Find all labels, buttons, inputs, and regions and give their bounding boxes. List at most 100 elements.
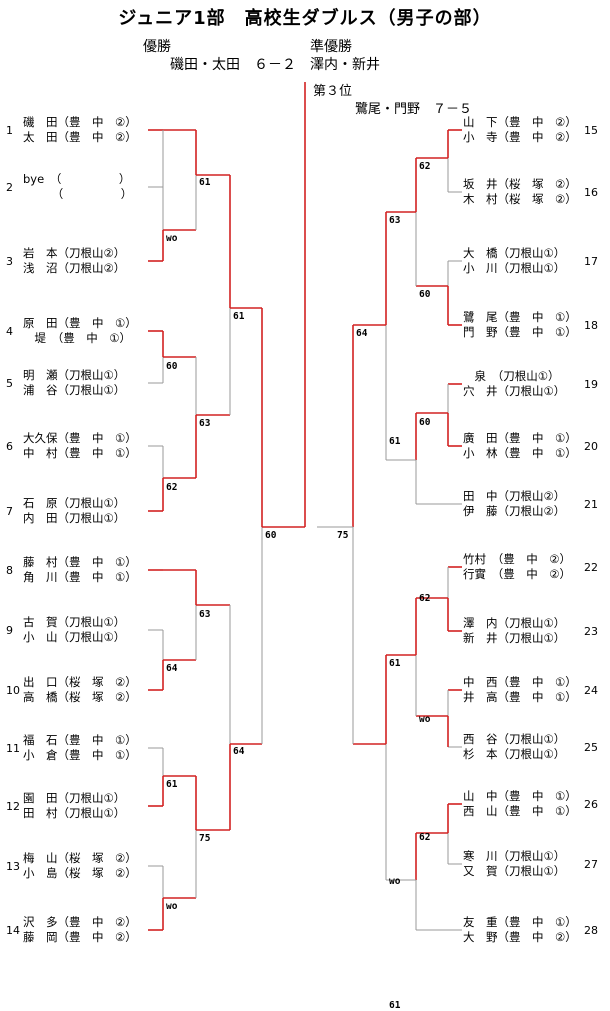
player-entry: 小 山（刀根山①） — [23, 630, 126, 644]
player-entry: 坂 井（桜 塚 ②） — [463, 177, 577, 191]
player-entry: 田 村（刀根山①） — [23, 806, 126, 820]
third-place-label: 第３位 — [313, 84, 353, 99]
player-entry: 新 井（刀根山①） — [463, 631, 566, 645]
match-score: wo — [166, 233, 178, 244]
player-entry: 小 川（刀根山①） — [463, 261, 566, 275]
winner-label: 優勝 — [143, 39, 171, 55]
draw-number: 12 — [6, 800, 20, 813]
player-entry: 岩 本（刀根山②） — [23, 246, 126, 260]
page-title: ジュニア1部 高校生ダブルス（男子の部） — [118, 8, 492, 29]
player-entry: 西 山（豊 中 ①） — [463, 804, 577, 818]
final-result: 磯田・太田 ６－２ 澤内・新井 — [170, 57, 380, 73]
match-score: 62 — [419, 161, 431, 172]
match-score: 64 — [356, 328, 368, 339]
match-score: 61 — [389, 658, 401, 669]
draw-number: 10 — [6, 684, 20, 697]
draw-number: 20 — [584, 440, 598, 453]
draw-number: 26 — [584, 798, 598, 811]
draw-number: 3 — [6, 255, 13, 268]
draw-number: 18 — [584, 319, 598, 332]
player-entry: 角 川（豊 中 ①） — [23, 570, 137, 584]
draw-number: 28 — [584, 924, 598, 937]
player-entry: 福 石（豊 中 ①） — [23, 733, 137, 747]
player-entry: 山 中（豊 中 ①） — [463, 789, 577, 803]
draw-number: 7 — [6, 505, 13, 518]
player-entry: 小 島（桜 塚 ②） — [23, 866, 137, 880]
match-score: wo — [166, 901, 178, 912]
draw-number: 1 — [6, 124, 13, 137]
player-entry: 又 賀（刀根山①） — [463, 864, 566, 878]
third-place-result: 鷺尾・門野 ７－５ — [355, 102, 473, 117]
draw-number: 9 — [6, 624, 13, 637]
player-entry: 山 下（豊 中 ②） — [463, 115, 577, 129]
draw-number: 25 — [584, 741, 598, 754]
player-entry: 内 田（刀根山①） — [23, 511, 126, 525]
player-entry: 磯 田（豊 中 ②） — [23, 115, 137, 129]
player-entry: 伊 藤（刀根山②） — [463, 504, 566, 518]
match-score: 60 — [166, 361, 178, 372]
player-entry: 行實 （豊 中 ②） — [463, 567, 572, 581]
player-entry: 園 田（刀根山①） — [23, 791, 126, 805]
draw-number: 2 — [6, 181, 13, 194]
draw-number: 19 — [584, 378, 598, 391]
match-score: wo — [389, 876, 401, 887]
player-entry: 浅 沼（刀根山②） — [23, 261, 126, 275]
player-entry: 竹村 （豊 中 ②） — [463, 552, 572, 566]
draw-number: 22 — [584, 561, 598, 574]
player-entry: 鷺 尾（豊 中 ①） — [463, 310, 577, 324]
player-entry: （ ） — [23, 187, 133, 201]
match-score: 64 — [233, 746, 245, 757]
draw-number: 13 — [6, 860, 20, 873]
player-entry: 大 橋（刀根山①） — [463, 246, 566, 260]
match-score: 62 — [166, 482, 178, 493]
player-entry: 杉 本（刀根山①） — [463, 747, 566, 761]
match-score: 75 — [337, 530, 349, 541]
player-entry: 古 賀（刀根山①） — [23, 615, 126, 629]
draw-number: 21 — [584, 498, 598, 511]
player-entry: 太 田（豊 中 ②） — [23, 130, 137, 144]
player-entry: 泉 （刀根山①） — [463, 369, 560, 383]
match-score: 60 — [419, 417, 431, 428]
draw-number: 5 — [6, 377, 13, 390]
match-score: 61 — [233, 311, 245, 322]
player-entry: 田 中（刀根山②） — [463, 489, 566, 503]
match-score: wo — [419, 714, 431, 725]
draw-number: 8 — [6, 564, 13, 577]
bracket-lines — [148, 82, 462, 931]
draw-number: 17 — [584, 255, 598, 268]
runner-up-label: 準優勝 — [310, 39, 352, 55]
draw-number: 23 — [584, 625, 598, 638]
player-entry: 藤 岡（豊 中 ②） — [23, 930, 137, 944]
player-entry: 浦 谷（刀根山①） — [23, 383, 126, 397]
player-entry: 穴 井（刀根山①） — [463, 384, 566, 398]
player-entry: 中 村（豊 中 ①） — [23, 446, 137, 460]
player-entry: 小 寺（豊 中 ②） — [463, 130, 577, 144]
player-entry: 廣 田（豊 中 ①） — [463, 431, 577, 445]
match-score: 64 — [166, 663, 178, 674]
match-score: 61 — [199, 177, 211, 188]
player-entry: 中 西（豊 中 ①） — [463, 675, 577, 689]
player-entry: 梅 山（桜 塚 ②） — [23, 851, 137, 865]
match-score: 63 — [199, 609, 211, 620]
match-score: 62 — [419, 832, 431, 843]
match-score: 62 — [419, 593, 431, 604]
player-entry: 堤 （豊 中 ①） — [23, 331, 132, 345]
player-entry: 石 原（刀根山①） — [23, 496, 126, 510]
player-entry: 門 野（豊 中 ①） — [463, 325, 577, 339]
match-score: 75 — [199, 833, 211, 844]
player-entry: 友 重（豊 中 ①） — [463, 915, 577, 929]
player-entry: 小 林（豊 中 ①） — [463, 446, 577, 460]
player-entry: 木 村（桜 塚 ②） — [463, 192, 577, 206]
player-entry: 沢 多（豊 中 ②） — [23, 915, 137, 929]
player-entry: 西 谷（刀根山①） — [463, 732, 566, 746]
draw-number: 11 — [6, 742, 20, 755]
draw-number: 24 — [584, 684, 598, 697]
match-score: 61 — [389, 436, 401, 447]
player-entry: 高 橋（桜 塚 ②） — [23, 690, 137, 704]
player-entry: 澤 内（刀根山①） — [463, 616, 566, 630]
player-entry: 大 野（豊 中 ②） — [463, 930, 577, 944]
draw-number: 16 — [584, 186, 598, 199]
draw-number: 4 — [6, 325, 13, 338]
match-score: 61 — [166, 779, 178, 790]
draw-number: 27 — [584, 858, 598, 871]
